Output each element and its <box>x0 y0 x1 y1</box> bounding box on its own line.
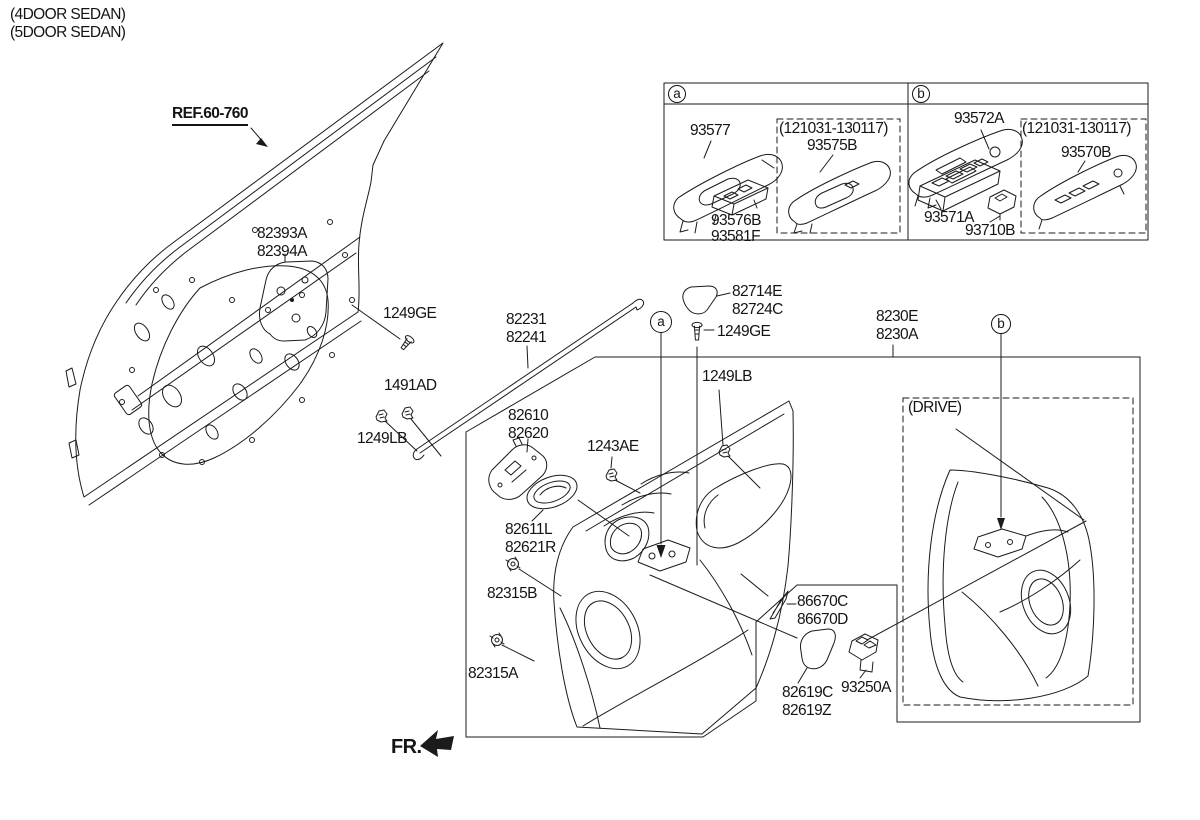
part-82315A: 82315A <box>468 665 518 682</box>
grommet-glyphs <box>489 556 562 662</box>
fr-direction: FR. <box>391 736 422 758</box>
legend-bezel-93572a <box>908 128 1023 209</box>
callout-b-legend: b <box>912 85 930 103</box>
part-93570B: 93570B <box>1061 144 1111 161</box>
notch-small-parts <box>649 520 1087 684</box>
note-4door-sedan: (4DOOR SEDAN) <box>10 6 126 23</box>
callout-a-panel: a <box>650 311 672 333</box>
clip-1243ae <box>605 468 618 482</box>
legend-switch-93576b <box>711 179 769 224</box>
part-93577: 93577 <box>690 122 731 139</box>
part-93576B: 93576B <box>711 212 761 229</box>
part-1249LB-strip: 1249LB <box>357 430 407 447</box>
fastener-glyphs <box>351 304 442 457</box>
part-1249LB-panel: 1249LB <box>702 368 752 385</box>
part-1491AD: 1491AD <box>384 377 437 394</box>
clip-1249lb-left <box>375 409 388 423</box>
part-93572A: 93572A <box>954 110 1004 127</box>
drive-panel-drawing <box>927 428 1095 702</box>
part-1243AE: 1243AE <box>587 438 639 455</box>
part-93710B: 93710B <box>965 222 1015 239</box>
inner-handle-drawing <box>488 437 630 537</box>
grommet-82315b <box>505 556 521 572</box>
legend-switch-93571a <box>917 158 1001 212</box>
part-1249GE-panel: 1249GE <box>717 323 771 340</box>
range-note-a: (121031-130117) <box>779 120 888 137</box>
note-5door-sedan: (5DOOR SEDAN) <box>10 24 126 41</box>
note-drive: (DRIVE) <box>908 399 962 416</box>
clip-1491ad <box>401 406 414 420</box>
range-note-b: (121031-130117) <box>1022 120 1131 137</box>
part-93575B: 93575B <box>807 137 857 154</box>
main-panel-box <box>465 344 1141 738</box>
part-93250A: 93250A <box>841 679 891 696</box>
part-93571A: 93571A <box>924 209 974 226</box>
door-shell-holes <box>119 219 355 465</box>
door-shell-drawing <box>65 42 444 506</box>
clip-1249lb-panel <box>718 444 731 458</box>
callout-b-panel: b <box>991 314 1011 334</box>
part-82315B: 82315B <box>487 585 537 602</box>
belt-molding-drawing <box>412 298 645 461</box>
callout-a-legend: a <box>668 85 686 103</box>
legend-table <box>663 82 1149 241</box>
part-1249GE-door: 1249GE <box>383 305 437 322</box>
part-93581F: 93581F <box>711 228 761 245</box>
callout-leader-lines <box>656 332 1005 566</box>
drive-variant-box <box>902 397 1134 706</box>
grommet-82315a <box>489 632 505 648</box>
door-trim-panel-drawing <box>553 400 794 735</box>
pad-and-fasteners-top <box>605 285 761 494</box>
legend-variant-b <box>1020 118 1147 234</box>
ref-callout-60-760: REF.60-760 <box>172 105 248 126</box>
screw-1249ge-panel <box>691 321 703 341</box>
legend-switch-93710b <box>987 189 1017 223</box>
legend-bezel-93577 <box>673 140 783 234</box>
screw-1249ge-door <box>400 335 415 351</box>
fr-arrow-icon <box>420 730 454 757</box>
door-module-plate-82393 <box>259 260 329 342</box>
legend-variant-a <box>776 118 901 234</box>
